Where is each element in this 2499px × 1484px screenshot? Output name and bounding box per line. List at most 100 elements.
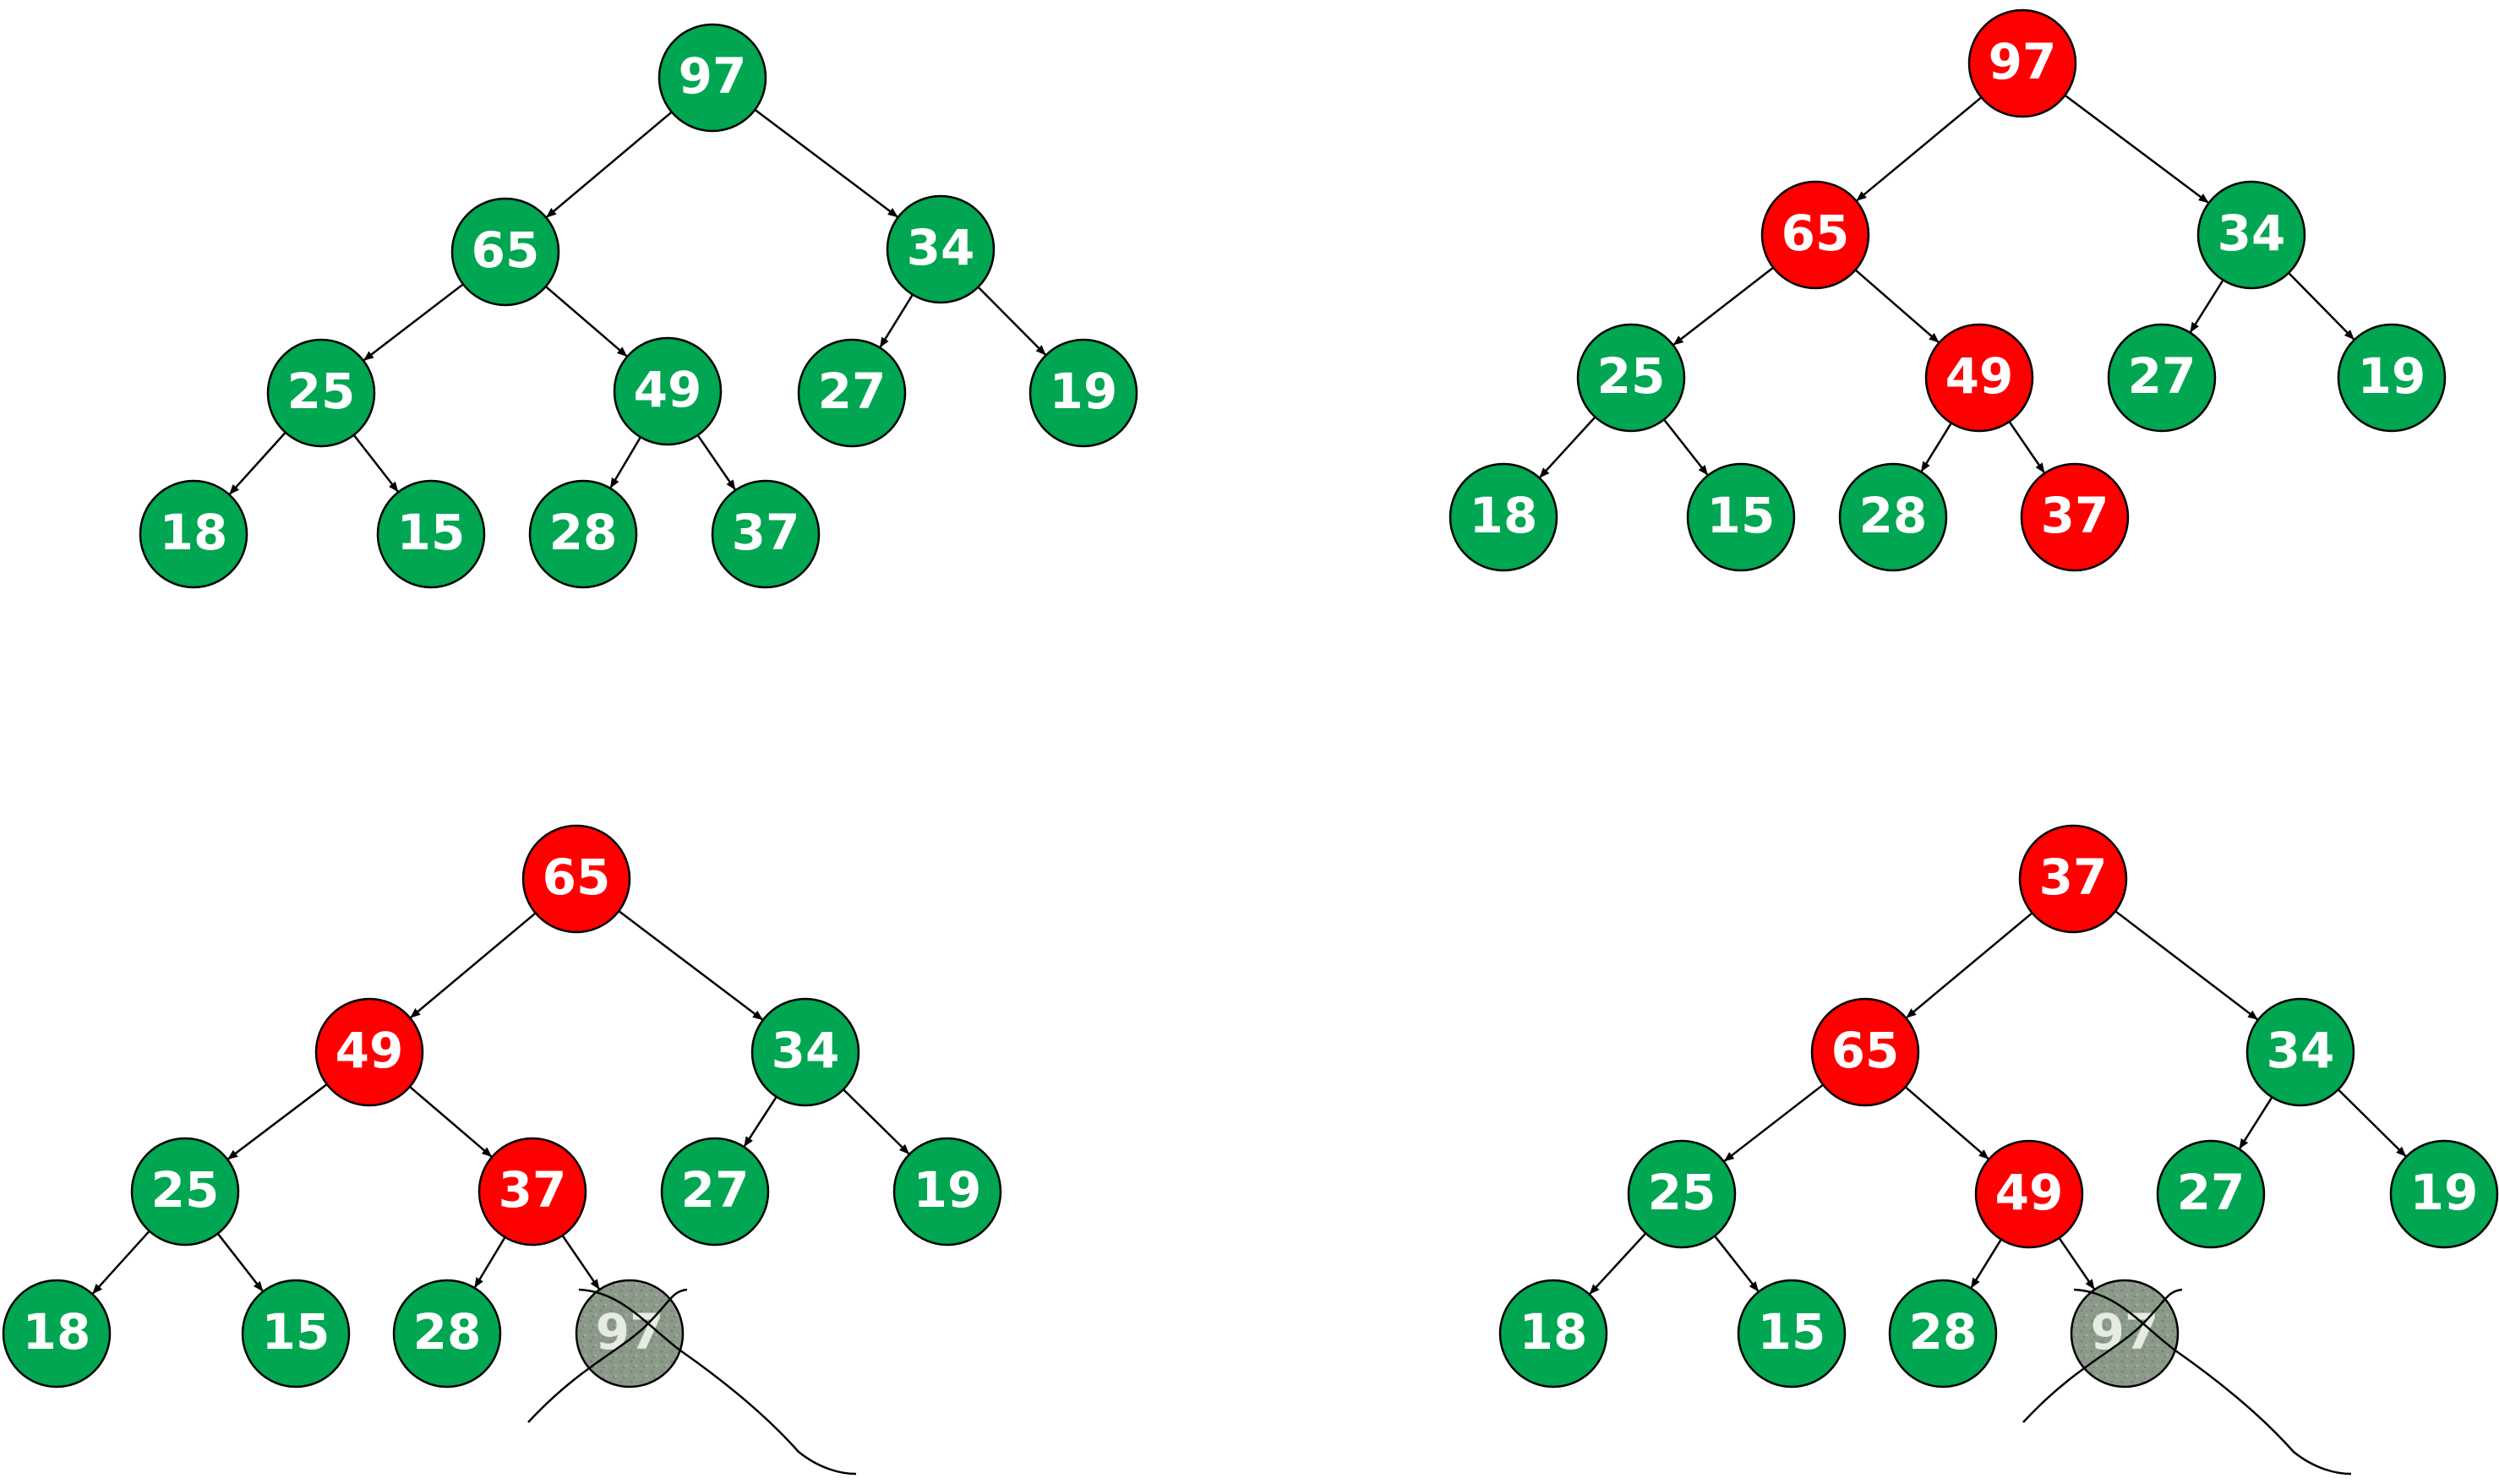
node-tree-1-n6-19: 19 bbox=[1029, 338, 1138, 448]
edge-tree-4-n4-n10 bbox=[2058, 1237, 2095, 1290]
node-circle bbox=[886, 194, 996, 304]
edge-tree-3-n4-n10 bbox=[561, 1235, 600, 1290]
node-circle bbox=[2107, 323, 2217, 433]
node-label: 15 bbox=[1707, 487, 1776, 544]
node-circle bbox=[528, 479, 638, 589]
edge-tree-1-n1-n3 bbox=[363, 283, 464, 362]
tree-2 bbox=[1539, 94, 2355, 478]
node-circle bbox=[657, 23, 767, 133]
node-label: 97 bbox=[596, 1303, 664, 1361]
node-tree-4-n3-25: 25 bbox=[1627, 1139, 1737, 1249]
node-tree-3-n3-25: 25 bbox=[130, 1137, 240, 1247]
node-label: 19 bbox=[2358, 347, 2426, 405]
node-tree-3-n7-18: 18 bbox=[2, 1279, 112, 1389]
node-circle bbox=[1888, 1279, 1998, 1389]
node-label: 37 bbox=[2039, 848, 2108, 906]
node-circle bbox=[2070, 1279, 2180, 1389]
node-circle bbox=[2196, 180, 2306, 290]
node-label: 15 bbox=[262, 1303, 330, 1361]
node-tree-2-n4-49: 49 bbox=[1924, 323, 2034, 433]
edge-tree-3-n3-n8 bbox=[216, 1232, 264, 1292]
edge-tree-1-n4-n10 bbox=[696, 434, 736, 491]
edge-tree-3-n1-n3 bbox=[227, 1083, 328, 1160]
edge-tree-4-n3-n8 bbox=[1714, 1235, 1760, 1292]
node-tree-3-n9-28: 28 bbox=[392, 1279, 502, 1389]
node-label: 65 bbox=[543, 848, 611, 906]
edge-tree-1-n3-n8 bbox=[352, 434, 399, 493]
node-tree-4-n8-15: 15 bbox=[1737, 1279, 1847, 1389]
node-label: 27 bbox=[818, 363, 887, 420]
node-tree-1-n2-34: 34 bbox=[886, 194, 996, 304]
node-label: 49 bbox=[1945, 347, 2014, 405]
tree-3 bbox=[92, 910, 910, 1295]
node-circle bbox=[1924, 323, 2034, 433]
node-circle bbox=[376, 479, 486, 589]
node-circle bbox=[797, 338, 907, 448]
cross-out-stroke-b bbox=[2073, 1288, 2352, 1476]
edge-tree-2-n3-n7 bbox=[1539, 416, 1596, 478]
node-tree-4-n5-27: 27 bbox=[2156, 1139, 2266, 1249]
edge-tree-4-n1-n3 bbox=[1723, 1083, 1824, 1162]
edge-tree-2-n0-n1 bbox=[1856, 96, 1983, 202]
edge-tree-2-n1-n4 bbox=[1854, 269, 1940, 343]
node-circle bbox=[2, 1279, 112, 1389]
node-circle bbox=[2020, 462, 2130, 572]
node-tree-1-n3-25: 25 bbox=[266, 338, 376, 448]
node-tree-2-n5-27: 27 bbox=[2107, 323, 2217, 433]
node-label: 28 bbox=[413, 1303, 482, 1361]
node-tree-2-n7-18: 18 bbox=[1449, 462, 1558, 572]
node-tree-2-n6-19: 19 bbox=[2337, 323, 2447, 433]
node-label: 34 bbox=[2218, 205, 2286, 262]
node-label: 34 bbox=[907, 219, 975, 276]
node-label: 15 bbox=[397, 504, 466, 561]
node-circle bbox=[2389, 1139, 2499, 1249]
node-tree-4-n2-34: 34 bbox=[2245, 997, 2355, 1107]
node-circle bbox=[1576, 323, 1686, 433]
edge-tree-4-n4-n9 bbox=[1970, 1238, 2002, 1289]
edge-tree-1-n1-n4 bbox=[544, 286, 628, 357]
node-label: 25 bbox=[1648, 1164, 1716, 1221]
node-tree-1-n9-28: 28 bbox=[528, 479, 638, 589]
node-tree-3-n2-34: 34 bbox=[750, 997, 860, 1107]
node-label: 65 bbox=[1781, 205, 1850, 262]
node-label: 28 bbox=[1859, 487, 1928, 544]
node-circle bbox=[2018, 824, 2128, 934]
node-circle bbox=[1449, 462, 1558, 572]
node-circle bbox=[660, 1137, 770, 1247]
node-circle bbox=[1627, 1139, 1737, 1249]
node-tree-1-n0-97: 97 bbox=[657, 23, 767, 133]
edge-tree-3-n3-n7 bbox=[92, 1230, 150, 1295]
cross-out-stroke-a bbox=[527, 1288, 688, 1423]
node-circle bbox=[450, 197, 560, 307]
node-label: 27 bbox=[2177, 1164, 2245, 1221]
node-tree-1-n1-65: 65 bbox=[450, 197, 560, 307]
node-label: 65 bbox=[472, 221, 540, 279]
node-circle bbox=[2337, 323, 2447, 433]
node-tree-1-n4-49: 49 bbox=[613, 336, 723, 446]
node-label: 49 bbox=[1995, 1164, 2064, 1221]
tree-4 bbox=[1589, 910, 2407, 1295]
node-circle bbox=[139, 479, 248, 589]
node-tree-4-n9-28: 28 bbox=[1888, 1279, 1998, 1389]
node-tree-4-n7-18: 18 bbox=[1498, 1279, 1608, 1389]
edge-tree-2-n4-n10 bbox=[2008, 421, 2045, 474]
node-tree-3-n5-27: 27 bbox=[660, 1137, 770, 1247]
node-tree-2-n0-97: 97 bbox=[1967, 8, 2077, 118]
node-circle bbox=[1838, 462, 1948, 572]
node-label: 97 bbox=[2091, 1303, 2159, 1361]
node-tree-3-n6-19: 19 bbox=[892, 1137, 1002, 1247]
node-label: 37 bbox=[732, 504, 800, 561]
edge-tree-2-n0-n2 bbox=[2064, 94, 2209, 204]
node-label: 19 bbox=[2410, 1164, 2479, 1221]
edge-tree-2-n4-n9 bbox=[1920, 422, 1952, 472]
node-label: 18 bbox=[23, 1303, 91, 1361]
node-circle bbox=[392, 1279, 502, 1389]
node-tree-4-n0-37: 37 bbox=[2018, 824, 2128, 934]
edge-tree-4-n1-n4 bbox=[1904, 1086, 1989, 1160]
node-circle bbox=[1686, 462, 1796, 572]
